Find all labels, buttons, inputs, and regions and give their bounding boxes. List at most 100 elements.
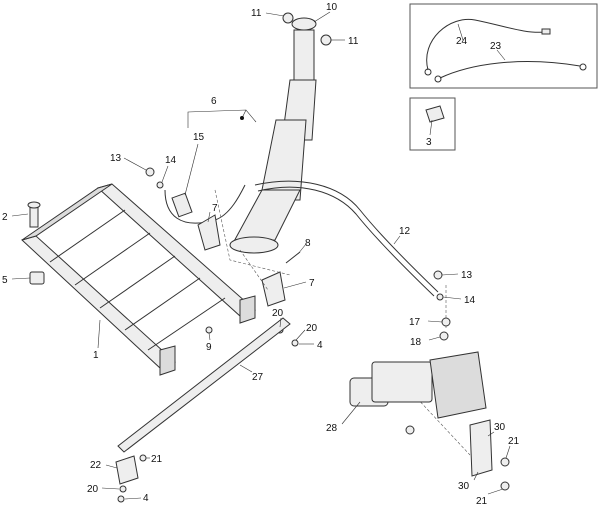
bolt-part-2-head: [27, 201, 41, 209]
leader-14a: [161, 165, 169, 183]
leader-13b: [441, 273, 459, 276]
frame-rung-2: [74, 232, 151, 286]
cylinder-top-eye: [291, 17, 317, 31]
leader-4b: [124, 497, 142, 500]
fitting-17: [441, 317, 451, 327]
spacer-part-5: [29, 271, 45, 285]
leader-21a: [505, 445, 511, 459]
callout-10: 10: [326, 2, 338, 13]
leader-18: [428, 336, 441, 341]
leader-30a: [487, 431, 495, 437]
callout-20c: 20: [87, 484, 99, 495]
fitting-15: [171, 192, 193, 218]
callout-21b: 21: [476, 496, 488, 507]
callout-3: 3: [426, 137, 432, 148]
bolt-21-upper: [500, 457, 510, 467]
bracket-part-22: [115, 455, 139, 485]
bracket-7-lower: [261, 271, 286, 307]
callout-2: 2: [2, 212, 8, 223]
callout-22: 22: [90, 460, 102, 471]
callout-21c: 21: [151, 454, 163, 465]
nut-11-left: [282, 12, 294, 24]
leader-12: [393, 235, 401, 245]
frame-rung-4: [124, 277, 201, 331]
callout-13a: 13: [110, 153, 122, 164]
callout-14a: 14: [165, 155, 177, 166]
cylinder-stage-3: [259, 119, 307, 201]
frame-rail-right-end: [239, 295, 256, 324]
cylinder-base: [229, 236, 279, 254]
leader-7a: [207, 211, 211, 223]
callout-4b: 4: [143, 493, 149, 504]
leader-1: [97, 319, 101, 349]
cable-23-terminal-left: [434, 75, 442, 83]
cable-24-terminal: [424, 68, 432, 76]
bracket-part-30: [469, 419, 493, 477]
callout-13b: 13: [461, 270, 473, 281]
callout-30a: 30: [494, 422, 506, 433]
cylinder-stage-4: [231, 189, 301, 246]
callout-11b: 11: [348, 36, 359, 47]
inset-box-fuse: [409, 97, 456, 151]
leader-20a: [279, 317, 282, 328]
cable-24-lug: [541, 28, 551, 35]
callout-6: 6: [211, 96, 217, 107]
frame-rung-5: [147, 297, 226, 351]
leader-20c: [101, 487, 120, 490]
leader-17: [427, 320, 443, 323]
leader-6-dot-mark: [240, 116, 244, 120]
callout-23: 23: [490, 41, 502, 52]
bolt-21-lower: [500, 481, 510, 491]
callout-14b: 14: [464, 295, 476, 306]
pump-foot: [405, 425, 415, 435]
frame-rail-left: [21, 235, 176, 369]
cylinder-rod-upper: [293, 29, 315, 81]
fitting-14-right: [436, 293, 444, 301]
leader-30b: [473, 471, 479, 481]
callout-8: 8: [305, 238, 311, 249]
callout-15: 15: [193, 132, 205, 143]
leader-15: [184, 143, 199, 196]
washer-20c: [119, 485, 127, 493]
bolt-21-bottom: [139, 454, 147, 462]
cable-23: [439, 61, 581, 79]
callout-1: 1: [93, 350, 99, 361]
callout-11a: 11: [251, 8, 262, 19]
callout-5: 5: [2, 275, 8, 286]
frame-rung-3: [99, 255, 176, 309]
callout-7a: 7: [212, 203, 218, 214]
callout-27: 27: [252, 372, 264, 383]
fitting-14-left: [156, 181, 164, 189]
leader-8: [297, 243, 307, 255]
callout-4a: 4: [317, 340, 323, 351]
assembly-line-1: [214, 189, 291, 276]
fuse-part-3: [425, 105, 445, 123]
leader-13a: [123, 157, 147, 171]
callout-30b: 30: [458, 481, 470, 492]
callout-17: 17: [409, 317, 421, 328]
leader-20b: [295, 329, 306, 341]
frame-rail-left-end: [159, 345, 176, 376]
leader-23: [496, 49, 506, 61]
leader-3: [429, 119, 433, 136]
fitting-13-left: [145, 167, 155, 177]
fitting-13-right: [433, 270, 443, 280]
callout-9: 9: [206, 342, 212, 353]
screw-part-8: [285, 251, 301, 264]
fitting-18: [439, 331, 449, 341]
callout-21a: 21: [508, 436, 520, 447]
nut-11-right: [320, 34, 332, 46]
callout-18: 18: [410, 337, 422, 348]
leader-9: [208, 332, 211, 341]
hose-12: [254, 180, 439, 293]
leader-14b: [442, 296, 462, 300]
callout-7b: 7: [309, 278, 315, 289]
leader-11a: [265, 12, 285, 17]
nut-4-bottom: [117, 495, 125, 503]
callout-24: 24: [456, 36, 468, 47]
leader-5: [11, 277, 31, 280]
frame-crossbar: [21, 183, 113, 241]
callout-20a: 20: [272, 308, 284, 319]
leader-2: [11, 213, 29, 217]
